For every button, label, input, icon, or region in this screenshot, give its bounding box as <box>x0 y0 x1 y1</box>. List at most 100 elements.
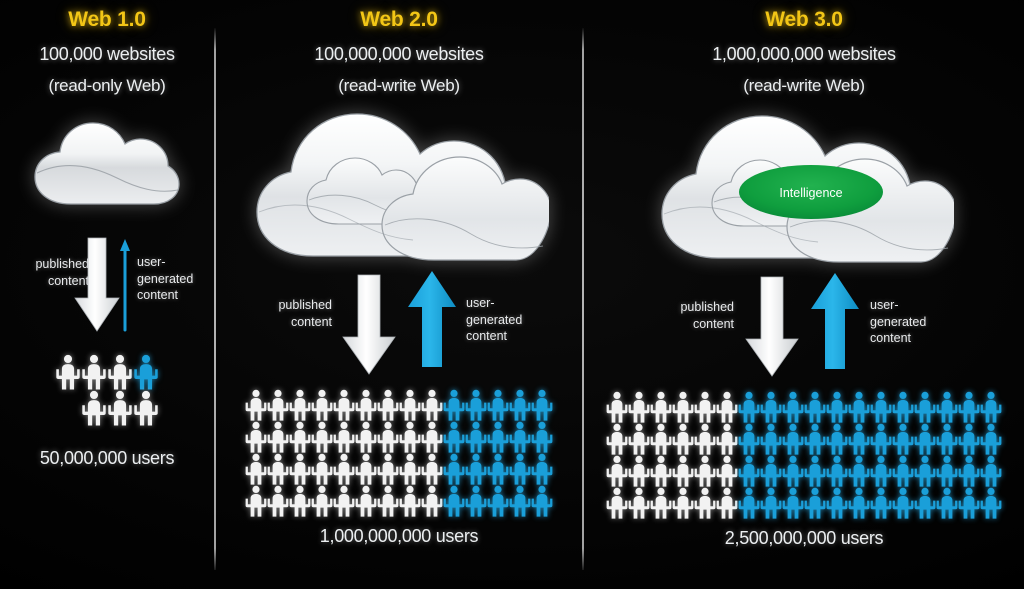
person-icon-white <box>245 421 267 453</box>
person-icon-white <box>606 487 628 519</box>
person-icon-blue <box>782 391 804 423</box>
person-icon-blue <box>465 389 487 421</box>
person-icon-white <box>716 423 738 455</box>
person-icon-blue <box>804 487 826 519</box>
person-icon-blue <box>848 423 870 455</box>
person-icon-white <box>82 390 106 426</box>
person-icon-blue <box>892 391 914 423</box>
person-icon-blue <box>443 389 465 421</box>
person-icon-white <box>355 485 377 517</box>
person-icon-white <box>421 421 443 453</box>
person-icon-blue <box>487 453 509 485</box>
person-icon-white <box>56 354 80 390</box>
cloud-web3: Intelligence <box>584 92 1024 267</box>
user-generated-content-arrow-web3 <box>811 273 859 369</box>
person-icon-blue <box>509 453 531 485</box>
person-icon-blue <box>980 391 1002 423</box>
person-icon-blue <box>892 423 914 455</box>
person-icon-white <box>267 453 289 485</box>
person-icon-blue <box>804 391 826 423</box>
person-icon-blue <box>980 455 1002 487</box>
person-icon-blue <box>760 487 782 519</box>
people-row <box>606 487 1002 519</box>
person-icon-blue <box>980 487 1002 519</box>
people-row <box>55 354 159 390</box>
published-content-arrow-web1 <box>74 237 120 332</box>
person-icon-blue <box>465 453 487 485</box>
person-icon-blue <box>936 423 958 455</box>
person-icon-white <box>377 485 399 517</box>
person-icon-blue <box>848 455 870 487</box>
users-count-web1: 50,000,000 users <box>39 448 175 468</box>
people-row <box>245 485 553 517</box>
person-icon-blue <box>936 455 958 487</box>
person-icon-white <box>716 487 738 519</box>
intelligence-label: Intelligence <box>779 186 842 200</box>
person-icon-white <box>421 485 443 517</box>
person-icon-white <box>333 421 355 453</box>
person-icon-blue <box>958 455 980 487</box>
people-grid-web1 <box>0 354 214 426</box>
user-generated-content-arrow-web2 <box>408 271 456 367</box>
person-icon-white <box>694 455 716 487</box>
person-icon-blue <box>134 354 158 390</box>
person-icon-white <box>377 453 399 485</box>
column-websites-web3: 1,000,000,000 websites <box>712 44 896 64</box>
person-icon-white <box>650 455 672 487</box>
person-icon-white <box>716 391 738 423</box>
column-title-web3: Web 3.0 <box>765 8 843 31</box>
person-icon-white <box>289 485 311 517</box>
person-icon-blue <box>443 485 465 517</box>
person-icon-blue <box>958 423 980 455</box>
person-icon-blue <box>465 485 487 517</box>
person-icon-white <box>399 389 421 421</box>
person-icon-white <box>399 485 421 517</box>
person-icon-white <box>355 389 377 421</box>
person-icon-white <box>650 391 672 423</box>
person-icon-white <box>377 421 399 453</box>
person-icon-white <box>267 485 289 517</box>
person-icon-blue <box>958 487 980 519</box>
person-icon-white <box>694 423 716 455</box>
person-icon-blue <box>980 423 1002 455</box>
person-icon-white <box>672 487 694 519</box>
people-row <box>245 453 553 485</box>
cloud-web2 <box>216 90 582 265</box>
person-icon-white <box>311 485 333 517</box>
person-icon-white <box>606 391 628 423</box>
person-icon-white <box>267 421 289 453</box>
person-icon-white <box>606 423 628 455</box>
person-icon-white <box>628 391 650 423</box>
person-icon-white <box>650 423 672 455</box>
person-icon-blue <box>826 423 848 455</box>
column-divider-2 <box>582 28 584 570</box>
person-icon-white <box>108 354 132 390</box>
column-title-web1: Web 1.0 <box>68 8 146 31</box>
person-icon-white <box>399 421 421 453</box>
column-mode-web1: (read-only Web) <box>48 76 166 95</box>
person-icon-blue <box>804 455 826 487</box>
published-content-arrow-web3 <box>745 276 799 377</box>
cloud-web1 <box>0 102 214 232</box>
person-icon-blue <box>892 455 914 487</box>
person-icon-blue <box>443 453 465 485</box>
person-icon-white <box>267 389 289 421</box>
person-icon-blue <box>760 423 782 455</box>
column-divider-1 <box>214 28 216 570</box>
person-icon-blue <box>509 389 531 421</box>
person-icon-blue <box>487 389 509 421</box>
person-icon-blue <box>487 485 509 517</box>
person-icon-white <box>628 487 650 519</box>
person-icon-white <box>311 389 333 421</box>
people-row <box>245 421 553 453</box>
column-web-2: Web 2.0 100,000,000 websites (read-write… <box>216 0 582 589</box>
person-icon-blue <box>848 487 870 519</box>
column-mode-web2: (read-write Web) <box>338 76 460 95</box>
person-icon-blue <box>738 423 760 455</box>
person-icon-blue <box>782 423 804 455</box>
